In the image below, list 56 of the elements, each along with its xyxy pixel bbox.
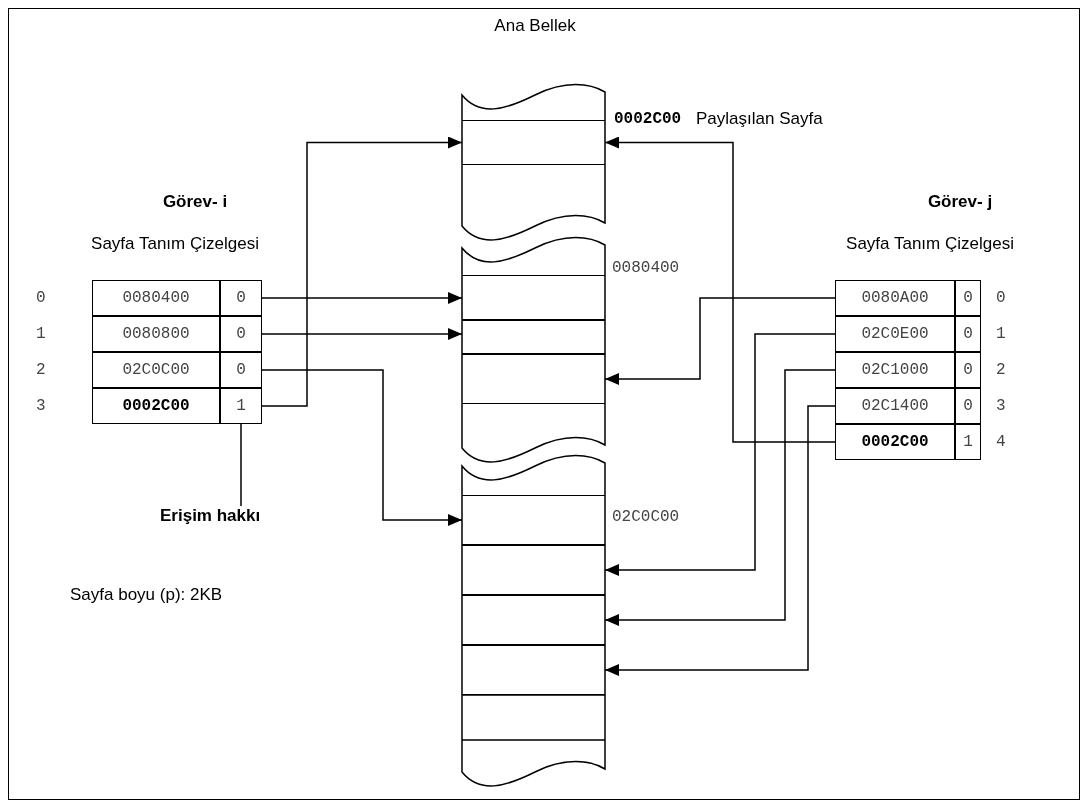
page-address-cell: 02C1400 — [835, 388, 955, 424]
arrow — [604, 333, 836, 576]
memory-page-frame — [462, 275, 605, 320]
access-bit-cell: 0 — [955, 352, 981, 388]
access-bit-cell: 1 — [220, 388, 262, 424]
memory-page-frame — [462, 645, 605, 695]
callout-text: Erişim hakkı — [160, 506, 300, 530]
access-bit-cell: 1 — [955, 424, 981, 460]
arrow — [604, 405, 836, 676]
table-subtitle: Sayfa Tanım Çizelgesi — [845, 234, 1015, 254]
page-address-cell: 02C0C00 — [92, 352, 220, 388]
row-index: 4 — [996, 433, 1006, 451]
access-bit-cell: 0 — [220, 316, 262, 352]
memory-page-frame — [462, 354, 605, 404]
row-index: 0 — [36, 289, 46, 307]
page-address-cell: 0002C00 — [92, 388, 220, 424]
arrow — [604, 297, 836, 385]
table-title: Görev- i — [161, 192, 229, 212]
page-address-cell: 02C0E00 — [835, 316, 955, 352]
page-address-cell: 02C1000 — [835, 352, 955, 388]
page-address-cell: 0080800 — [92, 316, 220, 352]
arrow — [604, 369, 836, 626]
page-address-cell: 0002C00 — [835, 424, 955, 460]
memory-page-frame — [462, 595, 605, 645]
table-subtitle: Sayfa Tanım Çizelgesi — [90, 234, 260, 254]
access-bit-cell: 0 — [220, 352, 262, 388]
access-bit-cell: 0 — [955, 388, 981, 424]
page-address-cell: 0080400 — [92, 280, 220, 316]
frame-address: 0002C00 — [614, 110, 682, 128]
row-index: 0 — [996, 289, 1006, 307]
page-caption: Paylaşılan Sayfa — [696, 109, 823, 129]
frame-address: 02C0C00 — [612, 508, 680, 526]
page-address-cell: 0080A00 — [835, 280, 955, 316]
memory-title: Ana Bellek — [493, 16, 577, 36]
row-index: 3 — [996, 397, 1006, 415]
row-index: 3 — [36, 397, 46, 415]
leader-line — [240, 423, 242, 507]
memory-page-frame — [462, 120, 605, 165]
frame-address: 0080400 — [612, 259, 680, 277]
memory-page-frame — [462, 495, 605, 545]
row-index: 2 — [36, 361, 46, 379]
access-bit-cell: 0 — [955, 280, 981, 316]
arrow — [261, 328, 463, 340]
arrow — [261, 369, 463, 526]
arrow — [261, 292, 463, 304]
row-index: 2 — [996, 361, 1006, 379]
row-index: 1 — [36, 325, 46, 343]
memory-page-frame — [462, 320, 605, 354]
arrow — [261, 136, 463, 407]
memory-page-frame — [462, 545, 605, 595]
row-index: 1 — [996, 325, 1006, 343]
arrow — [604, 136, 836, 443]
access-bit-cell: 0 — [220, 280, 262, 316]
table-title: Görev- j — [926, 192, 994, 212]
note-text: Sayfa boyu (p): 2KB — [70, 585, 223, 605]
access-bit-cell: 0 — [955, 316, 981, 352]
